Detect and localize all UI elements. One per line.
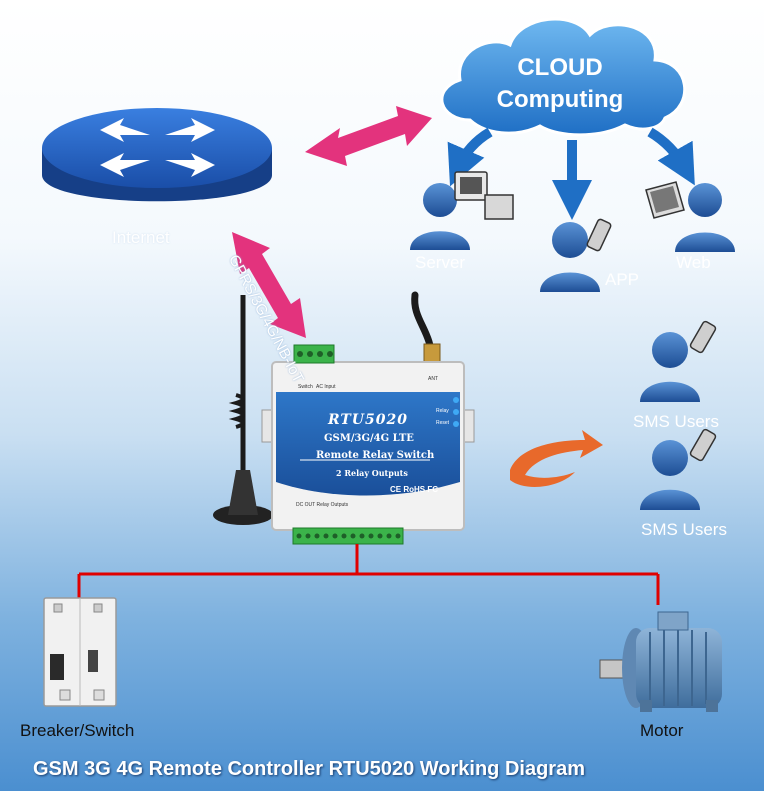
device-led-label-2: Reset	[436, 420, 450, 426]
device-cert: CE RoHS FC	[390, 485, 438, 494]
device-ant-label: ANT	[428, 376, 438, 382]
cloud-line1: CLOUD	[517, 54, 603, 81]
device-line1: GSM/3G/4G LTE	[324, 433, 414, 444]
device-bottom-label: DC OUT Relay Outputs	[296, 502, 349, 508]
sms-arrow-icon	[510, 430, 603, 487]
motor-label: Motor	[640, 721, 684, 740]
antenna-icon	[213, 295, 273, 525]
device-line3: 2 Relay Outputs	[336, 468, 408, 478]
router-icon	[42, 108, 272, 202]
device-antenna-icon	[411, 291, 441, 366]
sms-users-label-1: SMS Users	[633, 412, 719, 431]
cloud-line2: Computing	[496, 86, 624, 113]
server-user-icon	[410, 171, 514, 250]
page-title: GSM 3G 4G Remote Controller RTU5020 Work…	[33, 758, 585, 780]
device-led-label-1: Relay	[436, 408, 449, 414]
device-model: RTU5020	[328, 412, 408, 428]
link-arrow-router-device	[232, 232, 306, 338]
cloud-title: CLOUD Computing	[490, 52, 630, 116]
web-label: Web	[676, 253, 711, 272]
cloud-arrows	[447, 127, 695, 220]
internet-label: Internet	[112, 228, 170, 247]
app-label: APP	[605, 270, 640, 289]
link-arrow-router-cloud	[305, 106, 432, 166]
motor-icon	[599, 611, 722, 712]
breaker-label: Breaker/Switch	[20, 721, 135, 740]
device-line2: Remote Relay Switch	[316, 450, 435, 461]
server-label: Server	[415, 253, 466, 272]
device-top-label-1: Switch	[298, 384, 313, 390]
device-top-label-2: AC Input	[316, 384, 336, 390]
sms-user-icon-2	[640, 428, 717, 510]
sms-user-icon-1	[640, 320, 717, 402]
sms-users-label-2: SMS Users	[641, 520, 727, 539]
cloud-icon	[440, 17, 687, 137]
web-user-icon	[645, 181, 735, 252]
app-user-icon	[540, 218, 612, 292]
breaker-icon	[43, 597, 117, 707]
rtu-device	[261, 344, 475, 545]
wiring	[77, 544, 660, 605]
